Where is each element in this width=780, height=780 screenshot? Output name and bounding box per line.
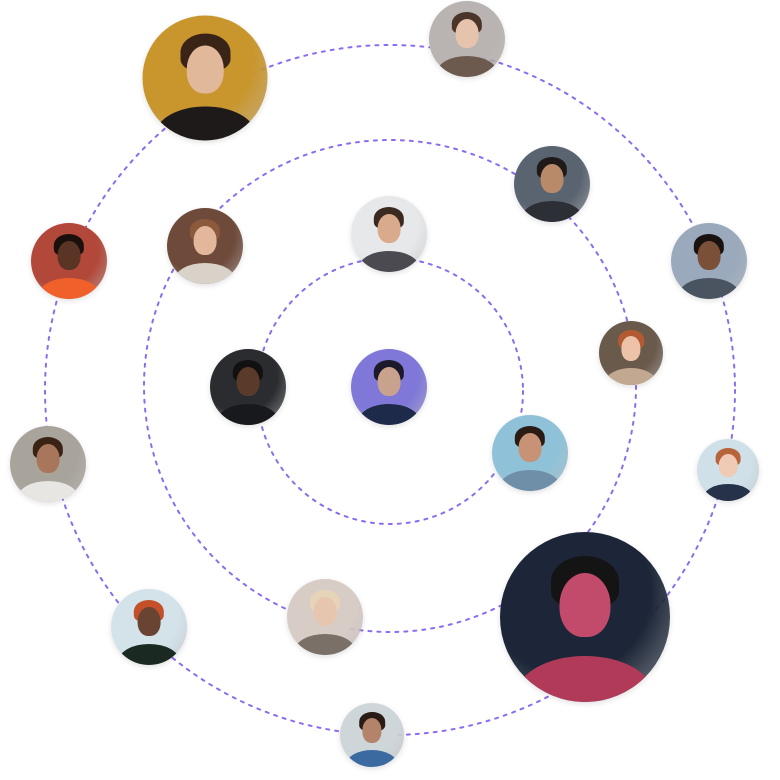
avatar-torso [346, 749, 398, 767]
avatar[interactable] [210, 349, 286, 425]
avatar-face [362, 718, 382, 743]
avatar-torso [17, 481, 79, 502]
avatar-face [718, 453, 738, 478]
avatar-face [559, 572, 611, 638]
avatar-torso [358, 404, 420, 425]
avatar-torso [517, 656, 653, 702]
avatar[interactable] [167, 208, 243, 284]
avatar-face [377, 214, 401, 244]
avatar[interactable] [500, 532, 670, 702]
avatar-torso [436, 56, 498, 77]
avatar[interactable] [142, 15, 268, 141]
avatar-face [621, 336, 641, 361]
avatar-torso [174, 263, 236, 284]
avatar[interactable] [287, 579, 363, 655]
avatar-face [518, 433, 542, 463]
avatar-torso [605, 367, 657, 385]
avatar-torso [521, 201, 583, 222]
avatar-torso [217, 404, 279, 425]
avatar-torso [38, 278, 100, 299]
avatar-torso [155, 106, 255, 141]
avatar-torso [294, 634, 356, 655]
avatar-face [236, 367, 260, 397]
avatar[interactable] [429, 1, 505, 77]
avatar-face [57, 241, 81, 271]
avatar[interactable] [351, 349, 427, 425]
avatar[interactable] [599, 321, 663, 385]
avatar[interactable] [31, 223, 107, 299]
avatar-face [193, 226, 217, 256]
avatar[interactable] [514, 146, 590, 222]
avatar-face [697, 241, 721, 271]
avatar-face [137, 607, 161, 637]
avatar-torso [358, 251, 420, 272]
avatar-face [455, 19, 479, 49]
avatar-face [540, 164, 564, 194]
avatar-torso [118, 644, 180, 665]
avatar-torso [678, 278, 740, 299]
middle-orbit-ring [143, 139, 637, 633]
avatar[interactable] [351, 196, 427, 272]
avatar[interactable] [340, 703, 404, 767]
avatar-torso [499, 470, 561, 491]
avatar-face [186, 45, 224, 93]
avatar-face [377, 367, 401, 397]
avatar-face [313, 597, 337, 627]
avatar-torso [703, 484, 753, 501]
avatar[interactable] [111, 589, 187, 665]
avatar-face [36, 444, 60, 474]
avatar[interactable] [10, 426, 86, 502]
avatar[interactable] [671, 223, 747, 299]
avatar[interactable] [492, 415, 568, 491]
avatar[interactable] [697, 439, 759, 501]
